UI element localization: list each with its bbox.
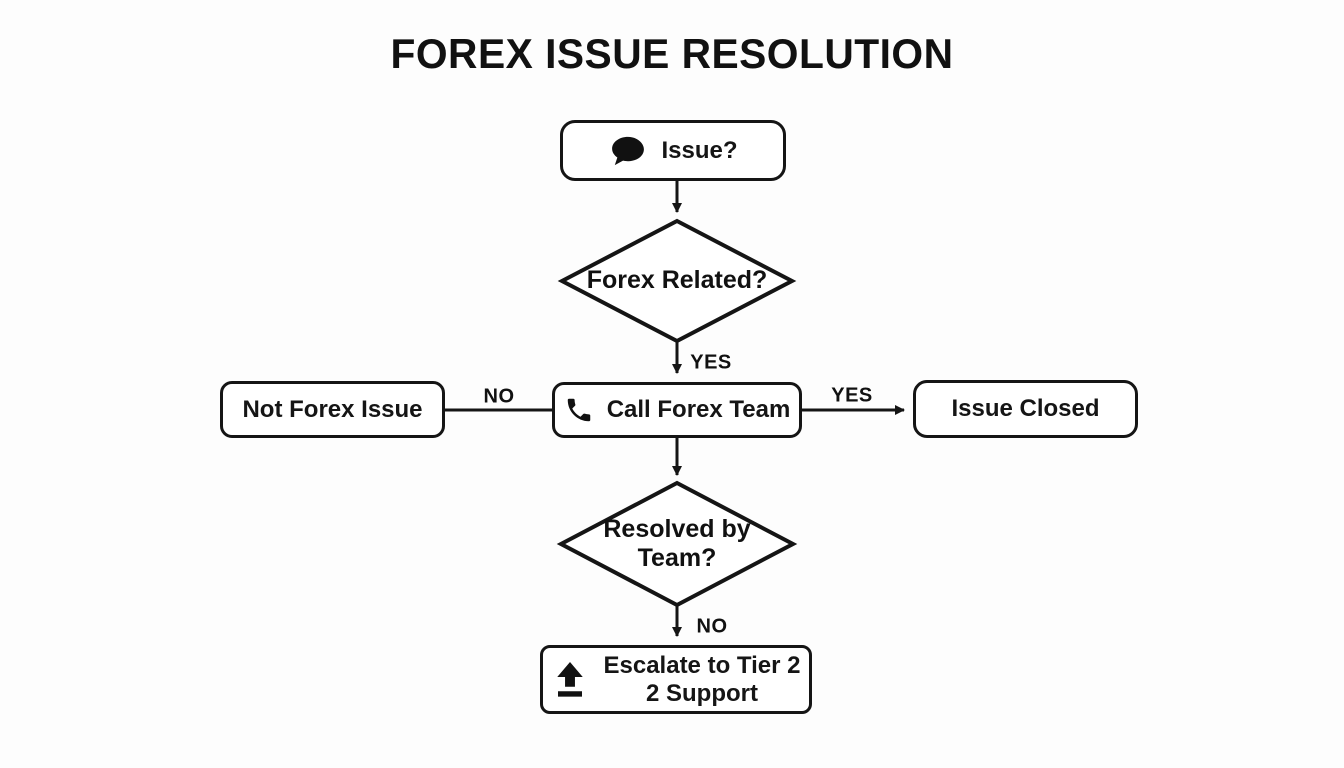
phone-icon [567,398,590,422]
node-issue: Issue? [560,120,786,181]
node-escalate-tier2-label: Escalate to Tier 2 2 Support [603,651,801,707]
node-issue-closed-label: Issue Closed [951,395,1100,423]
decision-forex-related [557,218,797,344]
page-title: FOREX ISSUE RESOLUTION [390,30,954,77]
chat-bubble-icon [612,136,645,165]
edge-label-resolved-no: NO [696,615,728,638]
edge-label-forex-related-no: NO [483,385,515,408]
decision-resolved-by-team [556,480,798,608]
node-not-forex-issue-label: Not Forex Issue [242,395,423,423]
node-issue-label: Issue? [661,136,738,164]
node-issue-closed: Issue Closed [913,380,1138,438]
edge-label-forex-related-yes: YES [690,351,732,374]
edge-label-call-forex-yes: YES [831,384,873,407]
node-call-forex-team: Call Forex Team [552,382,802,438]
node-call-forex-team-label: Call Forex Team [606,396,791,424]
node-escalate-tier2: Escalate to Tier 2 2 Support [540,645,812,714]
node-not-forex-issue: Not Forex Issue [220,381,445,438]
upload-icon [556,661,583,697]
